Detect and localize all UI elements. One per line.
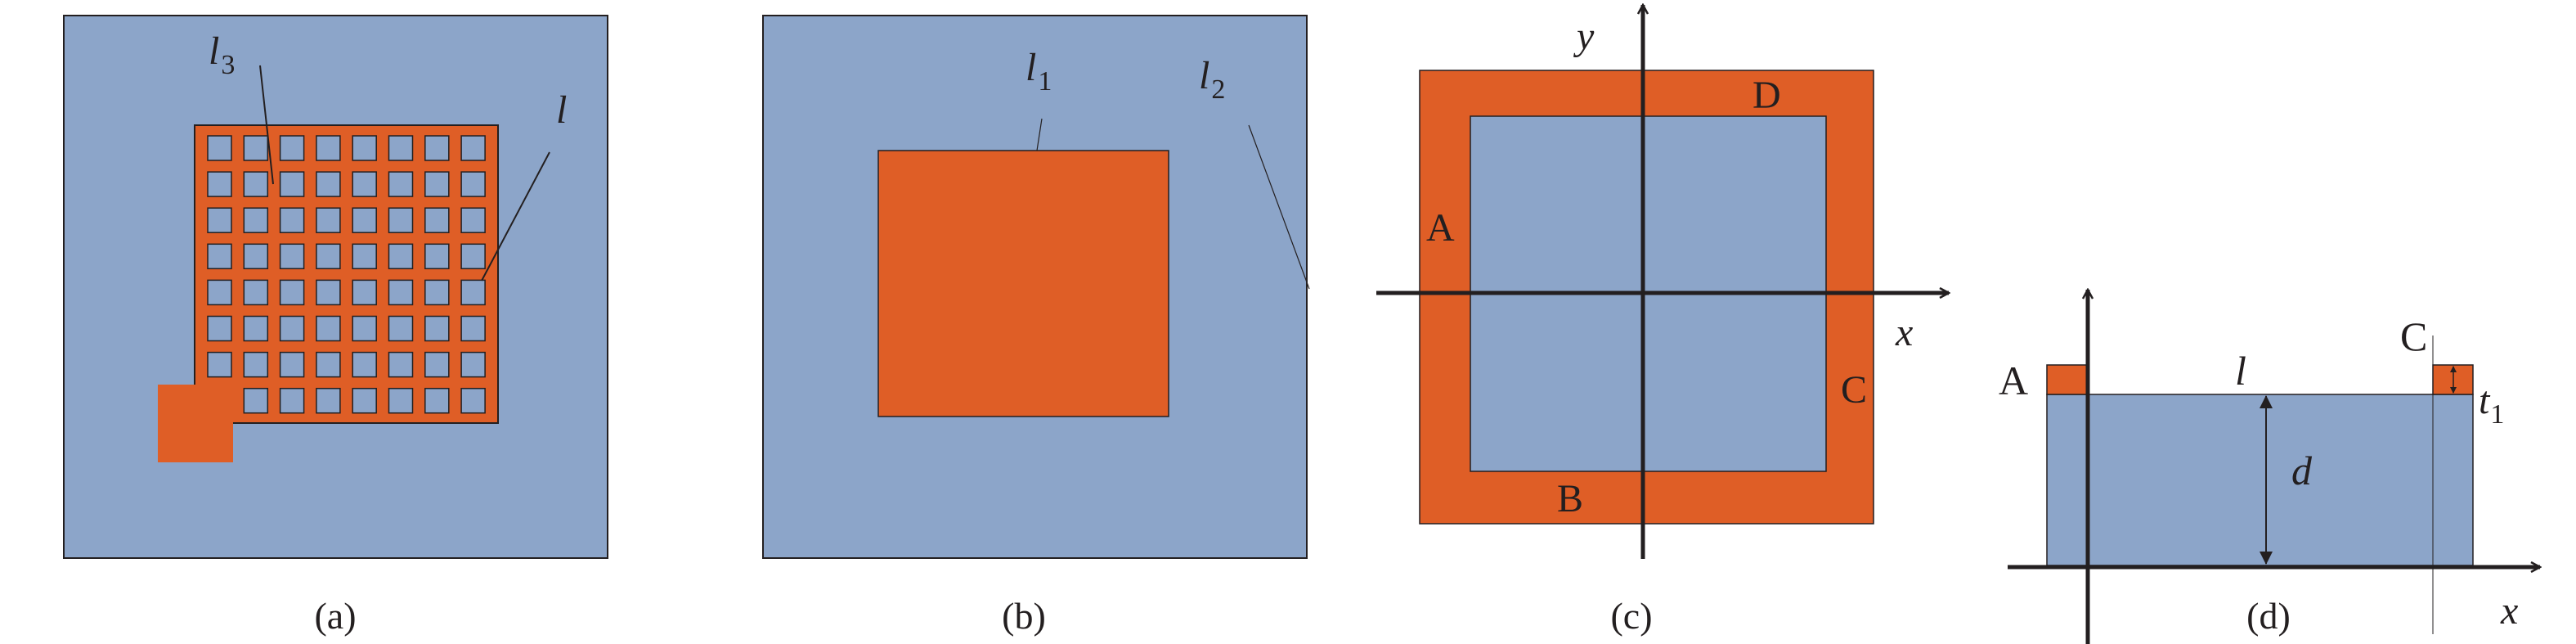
slot-hole xyxy=(460,351,486,378)
slot-hole xyxy=(279,171,305,197)
slot-hole xyxy=(424,243,450,270)
slot-hole xyxy=(460,207,486,233)
slot-hole xyxy=(207,315,232,342)
slot-hole xyxy=(424,315,450,342)
slot-hole xyxy=(207,243,232,270)
slot-hole xyxy=(460,279,486,306)
slot-hole xyxy=(207,279,232,306)
panel-d: A C l d t1 x (d) xyxy=(1999,290,2540,644)
slot-hole xyxy=(352,351,377,378)
slot-hole xyxy=(424,387,450,414)
slot-hole xyxy=(388,315,414,342)
slot-hole xyxy=(207,135,232,161)
slot-hole xyxy=(279,135,305,161)
panel-b-l2-label: l2 xyxy=(1199,54,1225,105)
panel-a-slot-holes xyxy=(207,135,486,414)
slot-hole xyxy=(388,351,414,378)
panel-c-x-label: x xyxy=(1895,311,1913,354)
slot-hole xyxy=(243,207,269,233)
slot-hole xyxy=(316,171,341,197)
panel-c-label-B: B xyxy=(1557,477,1583,520)
panel-c-label-C: C xyxy=(1841,368,1867,412)
panel-d-substrate xyxy=(2046,394,2474,566)
slot-hole xyxy=(243,387,269,414)
slot-hole xyxy=(424,279,450,306)
panel-b-l1-label: l1 xyxy=(1025,46,1052,97)
panel-b-caption: (b) xyxy=(1002,595,1046,637)
slot-hole xyxy=(243,135,269,161)
panel-c-label-D: D xyxy=(1752,74,1781,117)
panel-a-l-leader xyxy=(481,151,550,281)
slot-hole xyxy=(279,207,305,233)
slot-hole xyxy=(316,315,341,342)
slot-hole xyxy=(243,279,269,306)
slot-hole xyxy=(279,315,305,342)
slot-hole xyxy=(388,279,414,306)
slot-hole xyxy=(352,135,377,161)
panel-b: l1 l2 (b) xyxy=(762,15,1310,637)
panel-d-caption: (d) xyxy=(2246,595,2291,637)
panel-c-label-A: A xyxy=(1426,206,1455,250)
panel-d-label-t1: t1 xyxy=(2479,379,2504,430)
slot-hole xyxy=(352,243,377,270)
slot-hole xyxy=(388,387,414,414)
panel-d-metal-A xyxy=(2046,364,2089,395)
slot-hole xyxy=(424,135,450,161)
slot-hole xyxy=(207,171,232,197)
slot-hole xyxy=(316,243,341,270)
slot-hole xyxy=(388,243,414,270)
slot-hole xyxy=(460,315,486,342)
slot-hole xyxy=(388,171,414,197)
slot-hole xyxy=(316,207,341,233)
panel-c-y-label: y xyxy=(1573,15,1595,58)
slot-hole xyxy=(279,387,305,414)
slot-hole xyxy=(316,135,341,161)
slot-hole xyxy=(316,279,341,306)
slot-hole xyxy=(424,207,450,233)
panel-c: y x A B C D (c) xyxy=(1376,5,1949,637)
slot-hole xyxy=(279,243,305,270)
slot-hole xyxy=(316,351,341,378)
panel-d-x-label: x xyxy=(2500,589,2518,633)
slot-hole xyxy=(460,171,486,197)
slot-hole xyxy=(424,171,450,197)
slot-hole xyxy=(243,315,269,342)
slot-hole xyxy=(460,135,486,161)
slot-hole xyxy=(243,243,269,270)
slot-hole xyxy=(460,387,486,414)
panel-a-l3-leader xyxy=(259,65,274,185)
panel-a-feed-pad xyxy=(158,385,233,462)
panel-b-patch xyxy=(877,150,1169,417)
panel-d-label-l: l xyxy=(2235,348,2246,394)
panel-d-label-d: d xyxy=(2291,448,2313,493)
slot-hole xyxy=(388,135,414,161)
slot-hole xyxy=(460,243,486,270)
slot-hole xyxy=(352,279,377,306)
panel-a-patch-grid xyxy=(194,124,499,424)
panel-a-l-label: l xyxy=(556,88,567,132)
panel-a: l3 l (a) xyxy=(63,15,608,637)
slot-hole xyxy=(424,351,450,378)
slot-hole xyxy=(243,351,269,378)
slot-hole xyxy=(352,207,377,233)
slot-hole xyxy=(352,387,377,414)
slot-hole xyxy=(316,387,341,414)
slot-hole xyxy=(207,207,232,233)
slot-hole xyxy=(352,315,377,342)
panel-c-caption: (c) xyxy=(1610,595,1652,637)
slot-hole xyxy=(243,171,269,197)
panel-d-label-C: C xyxy=(2400,313,2427,359)
slot-hole xyxy=(352,171,377,197)
panel-d-label-A: A xyxy=(1999,358,2028,403)
slot-hole xyxy=(279,279,305,306)
panel-b-l2-leader xyxy=(1248,124,1310,290)
slot-hole xyxy=(279,351,305,378)
panel-a-caption: (a) xyxy=(314,595,356,637)
panel-b-l1-leader xyxy=(1036,118,1043,151)
slot-hole xyxy=(207,351,232,378)
panel-a-l3-label: l3 xyxy=(209,29,235,80)
slot-hole xyxy=(388,207,414,233)
